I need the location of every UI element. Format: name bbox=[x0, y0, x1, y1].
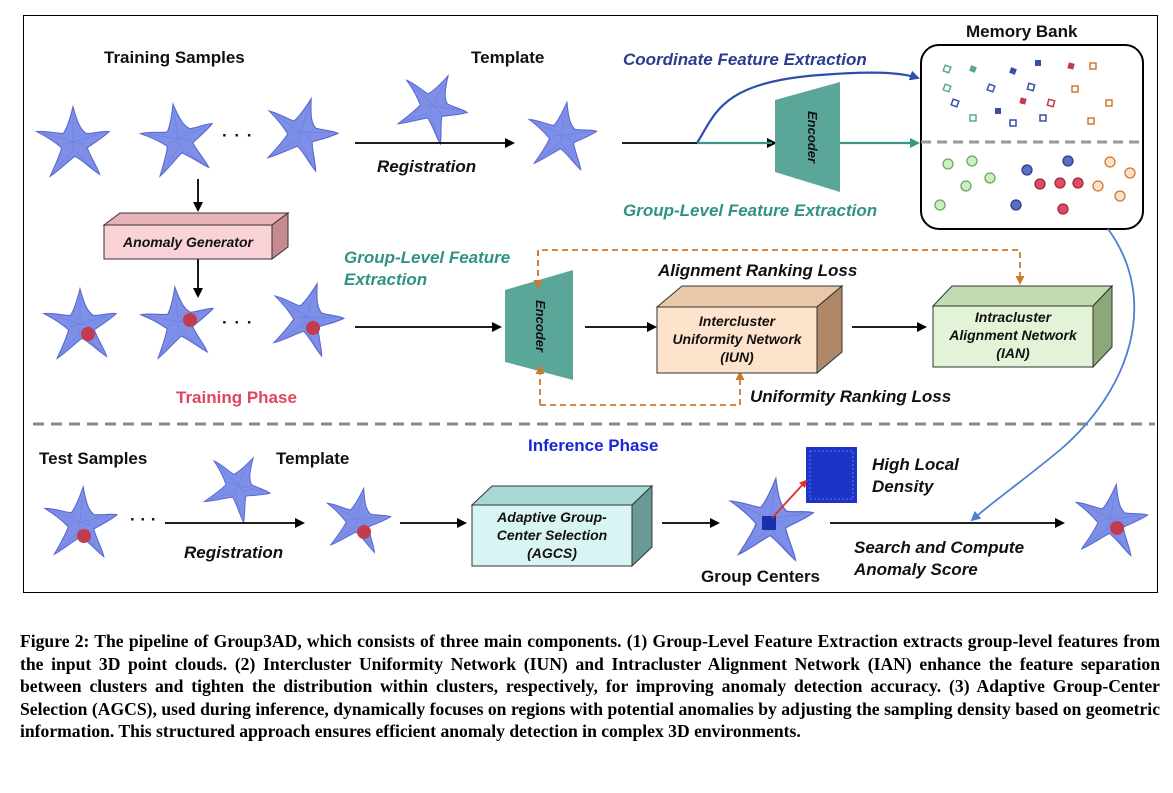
iun-label-3: (IUN) bbox=[720, 349, 754, 365]
encoder-top bbox=[775, 82, 840, 192]
memory-bank-label: Memory Bank bbox=[966, 22, 1078, 41]
ellipsis-row3: · · · bbox=[130, 510, 157, 529]
starfish-anomaly-3 bbox=[260, 271, 353, 362]
high-density-patch bbox=[806, 447, 857, 503]
encoder-mid-label: Encoder bbox=[533, 300, 548, 353]
encoder-mid bbox=[505, 270, 573, 380]
high-local-density-line2: Density bbox=[872, 477, 934, 496]
group-level-feature-label: Group-Level Feature Extraction bbox=[623, 201, 878, 220]
dense-region-marker bbox=[762, 516, 776, 530]
anomaly-generator-label: Anomaly Generator bbox=[122, 234, 254, 250]
starfish-training-1 bbox=[36, 106, 110, 177]
memory-bank bbox=[920, 44, 1144, 230]
anomaly-spot-result bbox=[1110, 521, 1124, 535]
figure-frame bbox=[23, 15, 1158, 593]
alignment-loss-loop bbox=[537, 249, 1025, 286]
ian-box bbox=[932, 305, 1094, 368]
zoom-arrow bbox=[771, 479, 808, 519]
starfish-anomaly-2 bbox=[138, 283, 218, 360]
group-centers-label: Group Centers bbox=[701, 567, 821, 586]
registration-label-top: Registration bbox=[377, 157, 477, 176]
starfish-result bbox=[1068, 477, 1153, 560]
agcs-box bbox=[471, 504, 633, 567]
agcs-label-1: Adaptive Group- bbox=[496, 509, 607, 525]
group-level-feature-label-2-line2: Extraction bbox=[344, 270, 428, 289]
starfish-template-top bbox=[386, 59, 479, 151]
uniformity-loss-loop bbox=[540, 371, 745, 406]
iun-box bbox=[656, 306, 818, 374]
search-compute-line1: Search and Compute bbox=[854, 538, 1025, 557]
anomaly-spot-test bbox=[77, 529, 91, 543]
anomaly-generator-box bbox=[103, 224, 273, 260]
encoder-top-label: Encoder bbox=[805, 111, 820, 164]
starfish-registered bbox=[521, 95, 602, 174]
starfish-training-2 bbox=[136, 98, 219, 179]
ian-label-1: Intracluster bbox=[975, 309, 1053, 325]
test-samples-label: Test Samples bbox=[39, 449, 148, 468]
arrow-coordinate-feature bbox=[696, 70, 920, 144]
ellipsis-row2: · · · bbox=[222, 313, 254, 332]
starfish-template-bottom bbox=[193, 441, 282, 529]
iun-label-1: Intercluster bbox=[699, 313, 777, 329]
anomaly-spot-3 bbox=[306, 321, 320, 335]
training-phase-label: Training Phase bbox=[176, 388, 297, 407]
ian-label-2: Alignment Network bbox=[948, 327, 1078, 343]
memory-bank-group-features bbox=[934, 155, 1136, 215]
starfish-anomaly-1 bbox=[43, 288, 117, 359]
memory-bank-coordinate-features bbox=[942, 60, 1113, 127]
memory-bank-to-search-arrow bbox=[970, 228, 1136, 522]
alignment-ranking-loss-label: Alignment Ranking Loss bbox=[658, 261, 858, 280]
training-samples-label: Training Samples bbox=[104, 48, 245, 67]
ian-label-3: (IAN) bbox=[996, 345, 1030, 361]
high-local-density-line1: High Local bbox=[872, 455, 959, 474]
starfish-test bbox=[40, 483, 120, 560]
anomaly-spot-2 bbox=[183, 313, 197, 327]
pipeline-diagram: Encoder bbox=[33, 44, 1155, 568]
starfish-training-3 bbox=[254, 86, 347, 177]
anomaly-spot-1 bbox=[81, 327, 95, 341]
inference-phase-label: Inference Phase bbox=[528, 436, 659, 455]
figure-caption: Figure 2: The pipeline of Group3AD, whic… bbox=[20, 631, 1160, 741]
starfish-registered-bottom bbox=[318, 481, 396, 557]
template-label-top: Template bbox=[471, 48, 545, 67]
coordinate-feature-label: Coordinate Feature Extraction bbox=[623, 50, 867, 69]
uniformity-ranking-loss-label: Uniformity Ranking Loss bbox=[750, 387, 952, 406]
agcs-label-2: Center Selection bbox=[497, 527, 607, 543]
template-label-bottom: Template bbox=[276, 449, 350, 468]
agcs-label-3: (AGCS) bbox=[527, 545, 577, 561]
ellipsis-row1: · · · bbox=[222, 126, 254, 145]
search-compute-line2: Anomaly Score bbox=[854, 560, 978, 579]
registration-label-bottom: Registration bbox=[184, 543, 284, 562]
anomaly-spot-registered bbox=[357, 525, 371, 539]
iun-label-2: Uniformity Network bbox=[672, 331, 802, 347]
group-level-feature-label-2-line1: Group-Level Feature bbox=[344, 248, 511, 267]
